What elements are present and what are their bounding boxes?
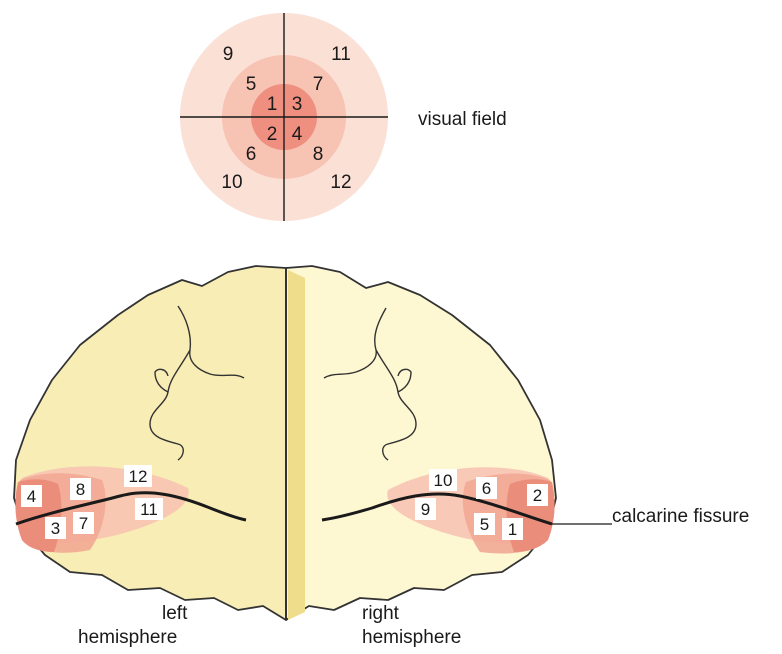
- right-box-1-label: 1: [508, 520, 517, 539]
- left-box-4-label: 4: [27, 487, 36, 506]
- right-hemisphere-label-line2: hemisphere: [362, 627, 461, 648]
- left-hemisphere: [14, 266, 286, 620]
- left-hemisphere-label-line1: left: [162, 603, 188, 624]
- field-number-11: 11: [331, 44, 351, 65]
- left-hemisphere-label-line2: hemisphere: [78, 627, 177, 648]
- right-hemisphere: [286, 266, 556, 620]
- right-box-6-label: 6: [482, 479, 491, 498]
- right-box-10-label: 10: [434, 471, 453, 490]
- field-number-7: 7: [313, 74, 324, 95]
- field-number-3: 3: [292, 94, 303, 115]
- brain-occipital-view: [14, 266, 556, 620]
- left-box-12-label: 12: [129, 467, 148, 486]
- field-number-6: 6: [246, 144, 257, 165]
- field-number-4: 4: [292, 124, 303, 145]
- left-box-8-label: 8: [76, 480, 85, 499]
- right-box-2-label: 2: [533, 486, 542, 505]
- field-number-8: 8: [313, 144, 324, 165]
- calcarine-fissure-label: calcarine fissure: [612, 506, 749, 527]
- visual-field-label: visual field: [418, 109, 507, 130]
- field-number-5: 5: [246, 74, 257, 95]
- field-number-2: 2: [267, 124, 278, 145]
- field-number-10: 10: [221, 172, 242, 193]
- visual-field: 1 3 2 4 5 7 6 8 9 11 10 12 visual field: [180, 13, 507, 221]
- left-box-7-label: 7: [79, 514, 88, 533]
- right-hemisphere-label-line1: right: [362, 603, 400, 624]
- field-number-1: 1: [267, 94, 278, 115]
- field-number-12: 12: [330, 172, 351, 193]
- right-box-5-label: 5: [480, 515, 489, 534]
- field-number-9: 9: [223, 44, 234, 65]
- right-box-9-label: 9: [421, 500, 430, 519]
- medial-surface-shade: [288, 270, 305, 620]
- left-box-3-label: 3: [51, 519, 60, 538]
- left-box-11-label: 11: [140, 500, 158, 519]
